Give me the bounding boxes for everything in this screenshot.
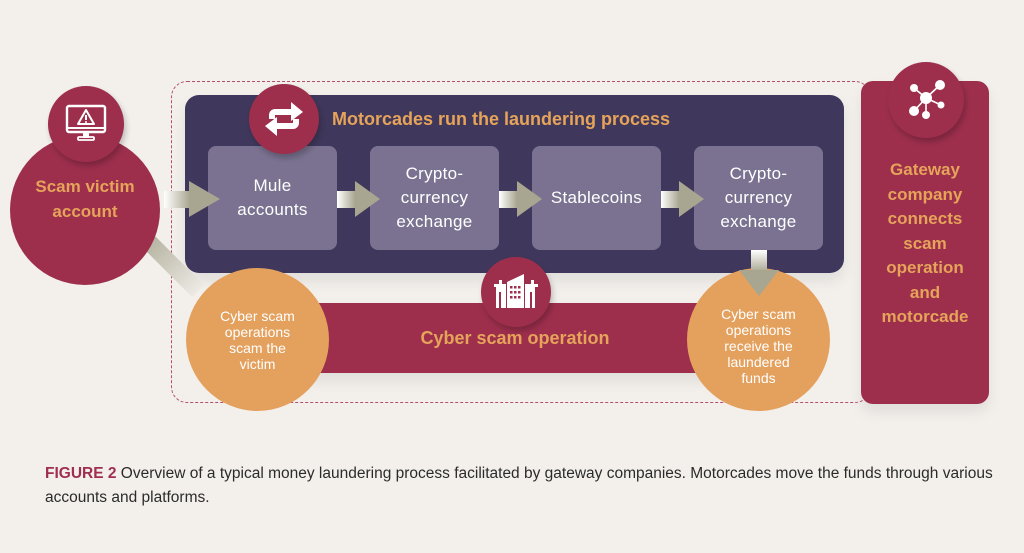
- gateway-line: company: [887, 184, 963, 204]
- scam-victim-bubble: Cyber scam operations scam the victim: [186, 268, 329, 411]
- bubble-line: operations: [224, 323, 291, 340]
- step-line: Mule: [253, 176, 292, 195]
- step-crypto-exchange-2: Crypto-currency exchange: [694, 146, 823, 250]
- arrow-exchange-to-stablecoins: [499, 181, 542, 217]
- exchange-arrows-icon: [265, 102, 303, 136]
- bubble-line: laundered: [727, 353, 790, 370]
- bubble-line: Cyber scam: [220, 307, 295, 324]
- laundering-process-title: Motorcades run the laundering process: [332, 109, 671, 129]
- step-stablecoins: Stablecoins: [532, 146, 661, 250]
- victim-line: Scam victim: [35, 177, 135, 196]
- step-line: Crypto-: [729, 164, 788, 183]
- gateway-line: scam: [903, 233, 947, 253]
- arrow-victim-to-mule: [164, 181, 220, 217]
- step-line: currency: [724, 188, 793, 207]
- gateway-company-label: Gateway company connects scam operation …: [861, 158, 989, 330]
- figure-caption: FIGURE 2 Overview of a typical money lau…: [45, 462, 995, 510]
- laundering-icon-badge: [249, 84, 319, 154]
- gateway-line: and: [909, 282, 941, 302]
- step-line: currency: [400, 188, 469, 207]
- computer-warning-icon: [65, 104, 107, 141]
- step-line: exchange: [396, 212, 473, 231]
- bubble-line: scam the: [229, 339, 286, 356]
- building-icon: [494, 274, 538, 308]
- gateway-icon-badge: [888, 62, 964, 138]
- step-line: Crypto-: [405, 164, 464, 183]
- victim-icon-badge: [48, 86, 124, 162]
- arrow-mule-to-exchange: [337, 181, 380, 217]
- gateway-line: connects: [887, 209, 963, 228]
- bubble-line: operations: [725, 321, 792, 338]
- bubble-line: Cyber scam: [721, 305, 796, 322]
- step-mule-accounts: Mule accounts: [208, 146, 337, 250]
- step-line: exchange: [720, 212, 797, 231]
- gateway-line: motorcade: [881, 307, 969, 326]
- scam-victim-label: Scam victim account: [10, 174, 160, 224]
- bubble-line: victim: [239, 355, 276, 372]
- scam-operation-icon-badge: [481, 257, 551, 327]
- bubble-line: receive the: [724, 337, 793, 354]
- gateway-line: Gateway: [890, 160, 960, 179]
- arrow-exchange-to-scam-operation: [739, 250, 779, 296]
- network-nodes-icon: [909, 80, 945, 119]
- step-line: accounts: [237, 200, 308, 219]
- arrow-stablecoins-to-exchange: [661, 181, 704, 217]
- cyber-scam-operation-label: Cyber scam operation: [420, 328, 610, 348]
- victim-line: account: [52, 202, 118, 221]
- bubble-line: funds: [741, 369, 776, 386]
- step-line: Stablecoins: [550, 188, 643, 207]
- gateway-line: operation: [886, 258, 964, 277]
- caption-text: Overview of a typical money laundering p…: [45, 465, 993, 506]
- figure-label: FIGURE 2: [45, 465, 117, 482]
- step-crypto-exchange-1: Crypto-currency exchange: [370, 146, 499, 250]
